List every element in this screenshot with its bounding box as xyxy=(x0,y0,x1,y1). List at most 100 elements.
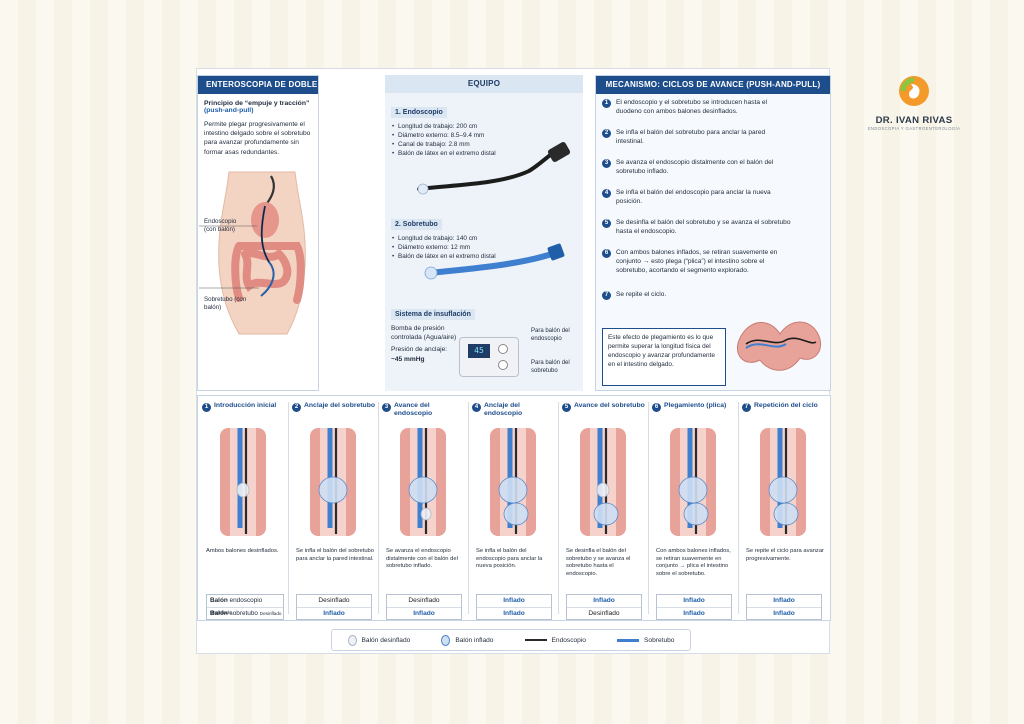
step-title-text: Introducción inicial xyxy=(214,402,277,409)
state-row-labels: Balón endoscopio Desinflado Balón sobret… xyxy=(206,594,284,620)
step-caption: Con ambos balones inflados, se retiran s… xyxy=(656,548,731,577)
mechanism-title: MECANISMO: CICLOS DE AVANCE (PUSH-AND-PU… xyxy=(596,76,830,94)
mechanism-step: 3 Se avanza el endoscopio distalmente con… xyxy=(602,158,792,176)
spec-item: Diámetro externo: 8.5–9.4 mm xyxy=(391,131,581,140)
mechanism-panel: MECANISMO: CICLOS DE AVANCE (PUSH-AND-PU… xyxy=(595,75,831,391)
endoscope-balloon-state: Desinflado xyxy=(408,597,440,604)
brand-subtitle: ENDOSCOPIA Y GASTROENTEROLOGÍA xyxy=(867,126,961,131)
label-overtube: Sobretubo (con balón) xyxy=(204,296,247,311)
mechanism-step: 2 Se infla el balón del sobretubo para an… xyxy=(602,128,792,146)
intro-panel: ENTEROSCOPIA DE DOBLE BALÓN (DBE) Princi… xyxy=(197,75,319,391)
brand-name: DR. IVAN RIVAS xyxy=(875,115,953,126)
spec-item: Canal de trabajo: 2.8 mm xyxy=(391,140,581,149)
overtube-balloon-state: Inflado xyxy=(297,607,371,619)
step-text: Se infla el balón del sobretubo para anc… xyxy=(616,129,766,146)
step-text: Se avanza el endoscopio distalmente con … xyxy=(616,159,774,176)
step-number: 1 xyxy=(202,403,211,412)
lumen-illustration xyxy=(220,428,266,536)
overtube-balloon-state: Inflado xyxy=(387,607,461,619)
step-number: 6 xyxy=(602,249,611,258)
lumen-illustration xyxy=(490,428,536,536)
legend-overtube-label: Sobretubo xyxy=(644,636,675,644)
endoscope-balloon-state: Inflado xyxy=(773,597,795,604)
deflated-balloon-icon xyxy=(347,634,357,646)
lumen-illustration xyxy=(580,428,626,536)
spec-item: Balón de látex en el extremo distal xyxy=(391,149,581,158)
legend-endoscope-label: Endoscopio xyxy=(551,636,586,644)
row-label-endoscope-b: endoscopio xyxy=(227,597,263,604)
pump-knob-1 xyxy=(498,344,508,354)
row-label-overtube-a: Balón xyxy=(210,610,228,617)
step-number: 4 xyxy=(472,403,481,412)
overtube-balloon-state: Desinflado xyxy=(567,607,641,619)
legend-endoscope: Endoscopio xyxy=(524,636,586,644)
step-caption: Se desinfla el balón del sobretubo y se … xyxy=(566,548,631,577)
legend-inflated: Balón inflado xyxy=(441,634,493,646)
column-divider xyxy=(288,402,289,614)
step-title-text: Anclaje del sobretubo xyxy=(304,402,376,409)
step-number: 3 xyxy=(602,159,611,168)
step-number: 5 xyxy=(602,219,611,228)
step-number: 6 xyxy=(652,403,661,412)
principle-description: Permite plegar progresivamente el intest… xyxy=(204,121,311,156)
pump-screen: 45 xyxy=(468,344,490,358)
spec-item: Balón de látex en el extremo distal xyxy=(391,252,581,261)
step-text: Se repite el ciclo. xyxy=(616,291,667,298)
column-divider xyxy=(378,402,379,614)
mechanism-step: 1 El endoscopio y el sobretubo se introdu… xyxy=(602,98,792,116)
step-number: 7 xyxy=(602,291,611,300)
column-divider xyxy=(558,402,559,614)
step-text: El endoscopio y el sobretubo se introduc… xyxy=(616,99,768,116)
brand-logo: DR. IVAN RIVAS ENDOSCOPIA Y GASTROENTERO… xyxy=(866,74,962,131)
endoscope-spec-list: Longitud de trabajo: 200 cmDiámetro exte… xyxy=(391,122,581,158)
row-label-overtube-b: sobretubo xyxy=(227,610,258,617)
step-title-text: Plegamiento (plica) xyxy=(664,402,727,409)
step-title-text: Avance del sobretubo xyxy=(574,402,645,409)
row-label-endoscope-state: Desinflado xyxy=(210,610,232,615)
insufflation-heading: Sistema de insuflación xyxy=(391,309,475,320)
overtube-balloon-state: Inflado xyxy=(477,607,551,619)
folding-note: Este efecto de plegamiento es lo que per… xyxy=(602,328,726,386)
step-number: 5 xyxy=(562,403,571,412)
row-label-overtube: Balón sobretubo Desinflado xyxy=(207,607,283,619)
legend: Balón desinflado Balón inflado Endoscopi… xyxy=(331,629,691,651)
principle-heading: Principio de “empuje y tracción” (push-a… xyxy=(204,100,318,114)
overtube-balloon-state: Inflado xyxy=(747,607,821,619)
step-number: 4 xyxy=(602,189,611,198)
lumen-illustration xyxy=(400,428,446,536)
folded-intestine-illustration xyxy=(737,321,822,371)
overtube-illustration xyxy=(424,243,565,280)
step-number: 7 xyxy=(742,403,751,412)
overtube-balloon-state: Inflado xyxy=(657,607,731,619)
endoscope-line-icon xyxy=(524,639,547,641)
step-number: 2 xyxy=(292,403,301,412)
lumen-illustration xyxy=(670,428,716,536)
step-number: 1 xyxy=(602,99,611,108)
endoscope-illustration xyxy=(417,142,571,195)
overtube-spec: 2. Sobretubo Longitud de trabajo: 140 cm… xyxy=(391,213,581,261)
lumen-illustration xyxy=(310,428,356,536)
step-title-text: Anclaje del endoscopio xyxy=(484,402,523,417)
spec-item: Diámetro externo: 12 mm xyxy=(391,243,581,252)
step-number: 2 xyxy=(602,129,611,138)
endoscope-spec-heading: 1. Endoscopio xyxy=(391,107,447,118)
pump-knob-2 xyxy=(498,360,508,370)
legend-deflated: Balón desinflado xyxy=(347,634,410,646)
step-title-text: Avance del endoscopio xyxy=(394,402,433,417)
